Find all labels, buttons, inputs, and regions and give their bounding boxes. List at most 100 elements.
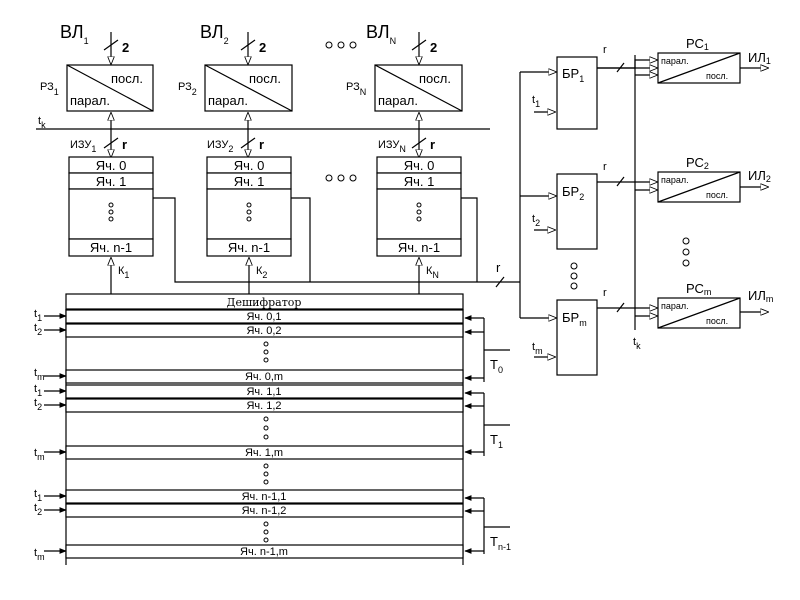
bus-width-label: r: [496, 260, 501, 275]
reg-name: РЗN: [346, 81, 366, 97]
reg-bottom-label: посл.: [706, 190, 728, 200]
bus-width: r: [430, 137, 435, 152]
decoder-row-label: Яч. 0,2: [246, 325, 281, 337]
decoder-row-label: Яч. 0,m: [245, 371, 283, 383]
buffer-register-m: БРm tm: [532, 299, 598, 376]
buffer-label: БРm: [562, 310, 587, 328]
input-line-label: ВЛ2: [200, 22, 229, 46]
decoder-ellipsis: [263, 463, 269, 485]
output-line-label: ИЛ2: [748, 168, 771, 184]
reg-bottom-label: парал.: [378, 93, 418, 108]
t-label: tm: [34, 367, 45, 382]
cell-last-label: Яч. n-1: [398, 240, 440, 255]
t-label: t2: [34, 322, 42, 337]
output-register-m: r парал. посл. РСm ИЛm: [597, 281, 773, 329]
t-label: t2: [34, 502, 42, 517]
reg-top-label: парал.: [661, 56, 689, 66]
decoder-row-label: Яч. n-1,2: [242, 505, 287, 517]
reg-top-label: посл.: [419, 71, 451, 86]
input-line-label: ВЛ1: [60, 22, 89, 46]
output-register-2: r парал. посл. РС2 ИЛ2: [597, 155, 771, 203]
cell-0-label: Яч. 0: [404, 158, 435, 173]
k-label: К2: [256, 265, 267, 280]
t-label: t2: [34, 397, 42, 412]
reg-top-label: посл.: [249, 71, 281, 86]
reg-top-label: парал.: [661, 301, 689, 311]
input-width: 2: [259, 40, 266, 55]
buffer-label: БР2: [562, 184, 584, 202]
reg-bottom-label: посл.: [706, 71, 728, 81]
output-line-label: ИЛm: [748, 288, 773, 304]
buffer-box: [556, 173, 598, 250]
reg-bottom-label: парал.: [70, 93, 110, 108]
cell-1-label: Яч. 1: [96, 174, 127, 189]
decoder: Дешифратор: [65, 293, 464, 565]
t-label: tm: [532, 341, 543, 356]
bus-width: r: [122, 137, 127, 152]
decoder-row-label: Яч. 1,2: [246, 400, 281, 412]
input-column-n: ВЛN 2 посл. парал. РЗN ИЗУN r Яч. 0 Яч. …: [346, 22, 463, 294]
tk-label: tk: [633, 336, 641, 351]
cell-last: [206, 238, 292, 257]
column-ellipsis-top: [325, 41, 357, 49]
output-bus: r: [153, 72, 556, 318]
bus-label: r: [603, 161, 607, 173]
input-column-1: ВЛ1 2 посл. парал. РЗ1 ИЗУ1 r Яч. 0 Яч. …: [40, 22, 154, 294]
decoder-group-1: Яч. 1,1 Яч. 1,2 Яч. 1,m t1 t2 tm T1: [34, 383, 510, 462]
output-ellipsis: [682, 237, 690, 267]
out-register-label: РСm: [686, 281, 711, 297]
reg-bottom-label: посл.: [706, 316, 728, 326]
buffer-label: БР1: [562, 66, 584, 84]
reg-top-label: парал.: [661, 175, 689, 185]
decoder-row-label: Яч. 0,1: [246, 311, 281, 323]
T-label: Tn-1: [490, 534, 511, 552]
buffer-register-2: БР2 t2: [532, 173, 598, 250]
izu-label: ИЗУ2: [207, 139, 233, 154]
decoder-group-n-1: Яч. n-1,1 Яч. n-1,2 Яч. n-1,m t1 t2 tm T…: [34, 488, 511, 562]
bus-label: r: [603, 287, 607, 299]
k-label: К1: [118, 265, 129, 280]
reg-bottom-label: парал.: [208, 93, 248, 108]
T-label: T1: [490, 432, 503, 450]
output-register-1: r парал. посл. РС1 ИЛ1: [597, 36, 771, 84]
cell-last-label: Яч. n-1: [90, 240, 132, 255]
t-label: t2: [532, 213, 540, 228]
izu-label: ИЗУN: [378, 139, 406, 154]
cell-last-label: Яч. n-1: [228, 240, 270, 255]
t-label: t1: [34, 308, 42, 323]
t-label: t1: [532, 94, 540, 109]
buffer-ellipsis: [570, 262, 578, 290]
decoder-row-label: Яч. 1,m: [245, 447, 283, 459]
t-label: tm: [34, 447, 45, 462]
T-label: T0: [490, 357, 503, 375]
decoder-row-label: Яч. n-1,1: [242, 491, 287, 503]
decoder-row-label: Яч. 1,1: [246, 386, 281, 398]
decoder-header: [65, 293, 464, 310]
cell-1-label: Яч. 1: [404, 174, 435, 189]
reg-name: РЗ1: [40, 81, 59, 97]
out-register-label: РС1: [686, 36, 709, 52]
cell-0-label: Яч. 0: [96, 158, 127, 173]
cell-last: [68, 238, 154, 257]
cell-0-label: Яч. 0: [234, 158, 265, 173]
input-width: 2: [430, 40, 437, 55]
buffer-box: [556, 56, 598, 130]
t-label: tm: [34, 547, 45, 562]
decoder-row-label: Яч. n-1,m: [240, 546, 288, 558]
out-register-label: РС2: [686, 155, 709, 171]
output-line-label: ИЛ1: [748, 50, 771, 66]
cell-last: [376, 238, 462, 257]
tk-label: tk: [38, 115, 46, 130]
bus-width: r: [259, 137, 264, 152]
tk-line: tk: [36, 115, 490, 130]
input-width: 2: [122, 40, 129, 55]
bus-label: r: [603, 44, 607, 56]
decoder-title: Дешифратор: [227, 296, 302, 309]
reg-name: РЗ2: [178, 81, 197, 97]
t-label: t1: [34, 383, 42, 398]
decoder-group-0: Яч. 0,1 Яч. 0,2 Яч. 0,m t1 t2 tm T0: [34, 308, 510, 384]
reg-top-label: посл.: [111, 71, 143, 86]
buffer-box: [556, 299, 598, 376]
izu-label: ИЗУ1: [70, 139, 96, 154]
